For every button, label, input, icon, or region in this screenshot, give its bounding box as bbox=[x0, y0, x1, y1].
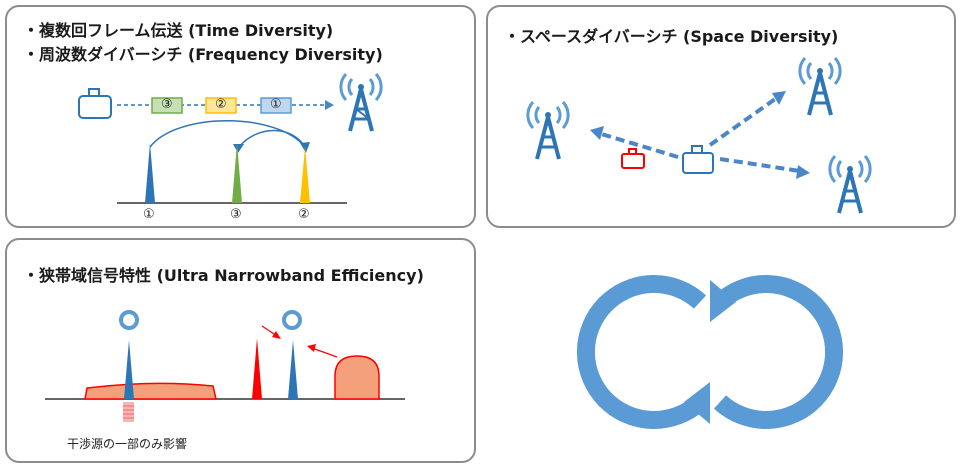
narrowband-title: ・狭帯域信号特性 (Ultra Narrowband Efficiency) bbox=[23, 266, 424, 285]
frame-label-2: ② bbox=[215, 97, 227, 112]
resilience-cycle-graphic bbox=[576, 275, 844, 429]
antenna-tower-bottom-right-icon bbox=[828, 154, 872, 214]
frame-box-2 bbox=[205, 97, 237, 114]
affected-note: 干渉源の一部のみ影響 bbox=[67, 437, 188, 451]
signal-spike-left bbox=[124, 340, 134, 399]
blue-spike bbox=[145, 143, 155, 203]
space-diversity-panel: ・スペースダイバーシチ (Space Diversity) bbox=[486, 5, 956, 228]
fault-tolerance-label: 耐障害 bbox=[723, 327, 802, 357]
frame-label-3: ③ bbox=[161, 97, 173, 112]
cycle-left-ring bbox=[576, 275, 707, 429]
receiver-ring-right-icon bbox=[282, 310, 302, 330]
interference-resistance-label: 耐干渉 bbox=[603, 327, 682, 357]
receiver-ring-left-icon bbox=[119, 310, 139, 330]
arrow-to-top-right-tower bbox=[708, 95, 780, 147]
interference-arrow-right bbox=[311, 347, 338, 358]
arrow-to-bottom-right-tower bbox=[719, 157, 801, 173]
antenna-tower-top-right-icon bbox=[798, 56, 842, 116]
device-icon bbox=[78, 88, 112, 119]
cycle-arrow-top bbox=[710, 280, 736, 322]
cycle-arrow-bottom bbox=[684, 382, 710, 424]
frame-label-1: ① bbox=[270, 97, 282, 112]
interferer-device-icon bbox=[621, 148, 645, 169]
frequency-diversity-title: ・周波数ダイバーシチ (Frequency Diversity) bbox=[23, 45, 383, 64]
narrowband-panel: ・狭帯域信号特性 (Ultra Narrowband Efficiency) 干… bbox=[5, 238, 476, 463]
narrowband-diagram bbox=[45, 310, 405, 422]
hop-arc-1 bbox=[149, 120, 306, 148]
wideband-interference bbox=[84, 382, 217, 400]
cycle-right-ring bbox=[713, 275, 844, 429]
green-spike bbox=[232, 143, 242, 203]
time-frequency-diversity-panel: ・複数回フレーム伝送 (Time Diversity) ・周波数ダイバーシチ (… bbox=[5, 5, 476, 228]
space-diversity-diagram bbox=[526, 56, 872, 214]
space-diversity-title: ・スペースダイバーシチ (Space Diversity) bbox=[504, 27, 839, 46]
interference-bump bbox=[334, 355, 380, 400]
device-icon bbox=[682, 145, 714, 174]
spike-label-3: ③ bbox=[230, 207, 242, 222]
time-diversity-title: ・複数回フレーム伝送 (Time Diversity) bbox=[23, 21, 334, 40]
antenna-tower-icon bbox=[339, 72, 383, 132]
hop-arc-2 bbox=[238, 129, 306, 148]
affected-portion-hatch bbox=[123, 402, 134, 422]
frame-box-1 bbox=[260, 97, 292, 114]
time-frequency-diagram bbox=[78, 72, 383, 204]
signal-spike-right bbox=[288, 340, 298, 399]
spike-label-1: ① bbox=[143, 207, 155, 222]
yellow-spike bbox=[300, 147, 310, 203]
frame-box-3 bbox=[151, 97, 183, 114]
narrowband-interferer bbox=[252, 338, 262, 399]
antenna-tower-left-icon bbox=[526, 100, 570, 160]
spike-label-2: ② bbox=[298, 207, 310, 222]
